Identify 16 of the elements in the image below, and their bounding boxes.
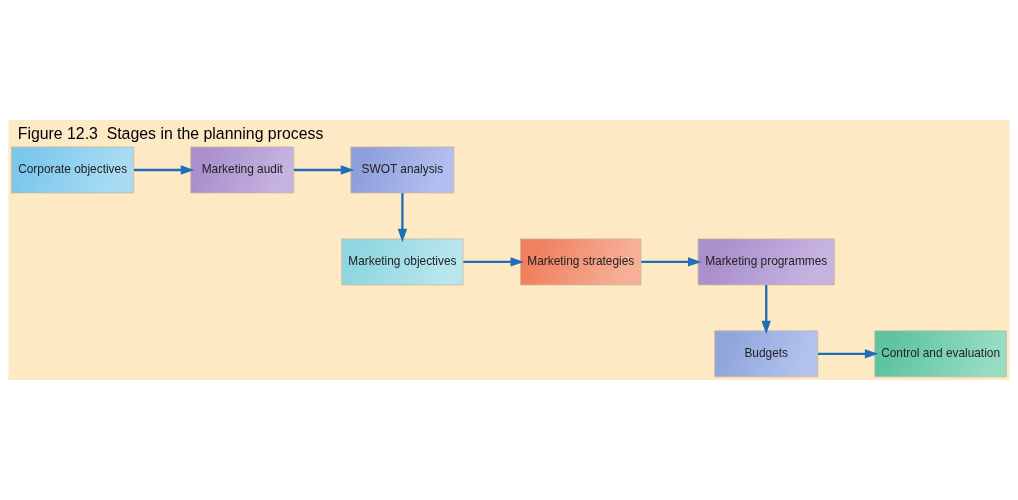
node-box: Marketing objectives: [341, 238, 464, 286]
arrow: [397, 193, 408, 243]
node-box: Marketing programmes: [697, 238, 835, 286]
node-box: Control and evaluation: [874, 330, 1007, 378]
arrow: [641, 257, 702, 267]
arrow: [293, 165, 355, 175]
node-box: SWOT analysis: [350, 146, 455, 194]
diagram-title: Figure 12.3 Stages in the planning process: [17, 125, 324, 143]
node-box: Marketing strategies: [520, 238, 642, 286]
arrow: [463, 257, 525, 267]
node-box: Marketing audit: [190, 146, 295, 194]
arrow: [133, 165, 195, 175]
node-box: Budgets: [714, 330, 819, 378]
arrow: [818, 349, 879, 359]
node-box: Corporate objectives: [11, 146, 135, 194]
arrow: [761, 285, 771, 335]
